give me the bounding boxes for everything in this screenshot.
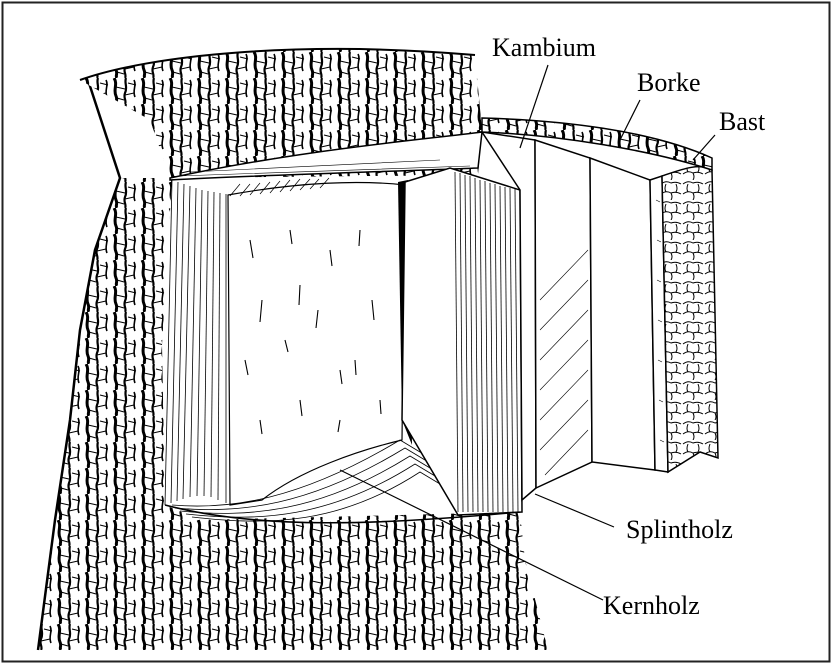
bast-layer — [662, 167, 718, 472]
label-borke: Borke — [637, 68, 701, 97]
label-splintholz: Splintholz — [626, 515, 733, 544]
hatched-layer — [535, 140, 592, 488]
borke-sheet — [590, 158, 655, 470]
label-bast: Bast — [719, 107, 766, 136]
label-kernholz: Kernholz — [603, 591, 700, 620]
label-kambium: Kambium — [492, 33, 596, 62]
